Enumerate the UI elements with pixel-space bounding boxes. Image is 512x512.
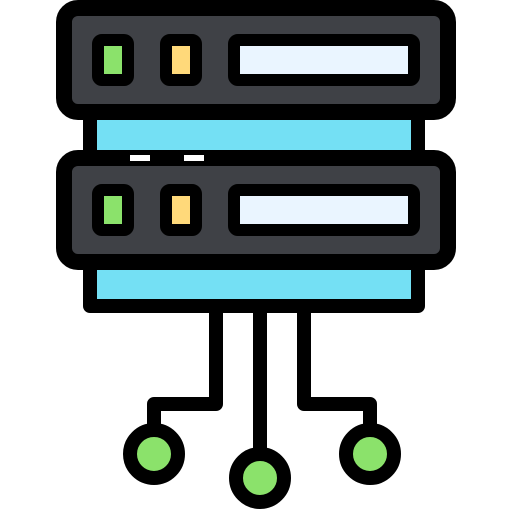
network-node-left-icon	[123, 423, 185, 485]
cable-right	[297, 301, 377, 441]
led-yellow-icon	[160, 34, 202, 86]
network-node-center-icon	[229, 447, 291, 509]
network-node-right-icon	[339, 423, 401, 485]
drive-slot-top	[228, 34, 420, 86]
led-green-icon	[92, 184, 134, 236]
cable-left	[147, 301, 223, 441]
server-unit-top	[56, 0, 456, 120]
network-nodes	[123, 423, 401, 509]
network-cables	[147, 301, 377, 465]
drive-slot-bottom	[228, 184, 420, 236]
led-green-icon	[92, 34, 134, 86]
outline-breaks	[130, 155, 204, 161]
led-yellow-icon	[160, 184, 202, 236]
server-unit-bottom	[56, 150, 456, 270]
